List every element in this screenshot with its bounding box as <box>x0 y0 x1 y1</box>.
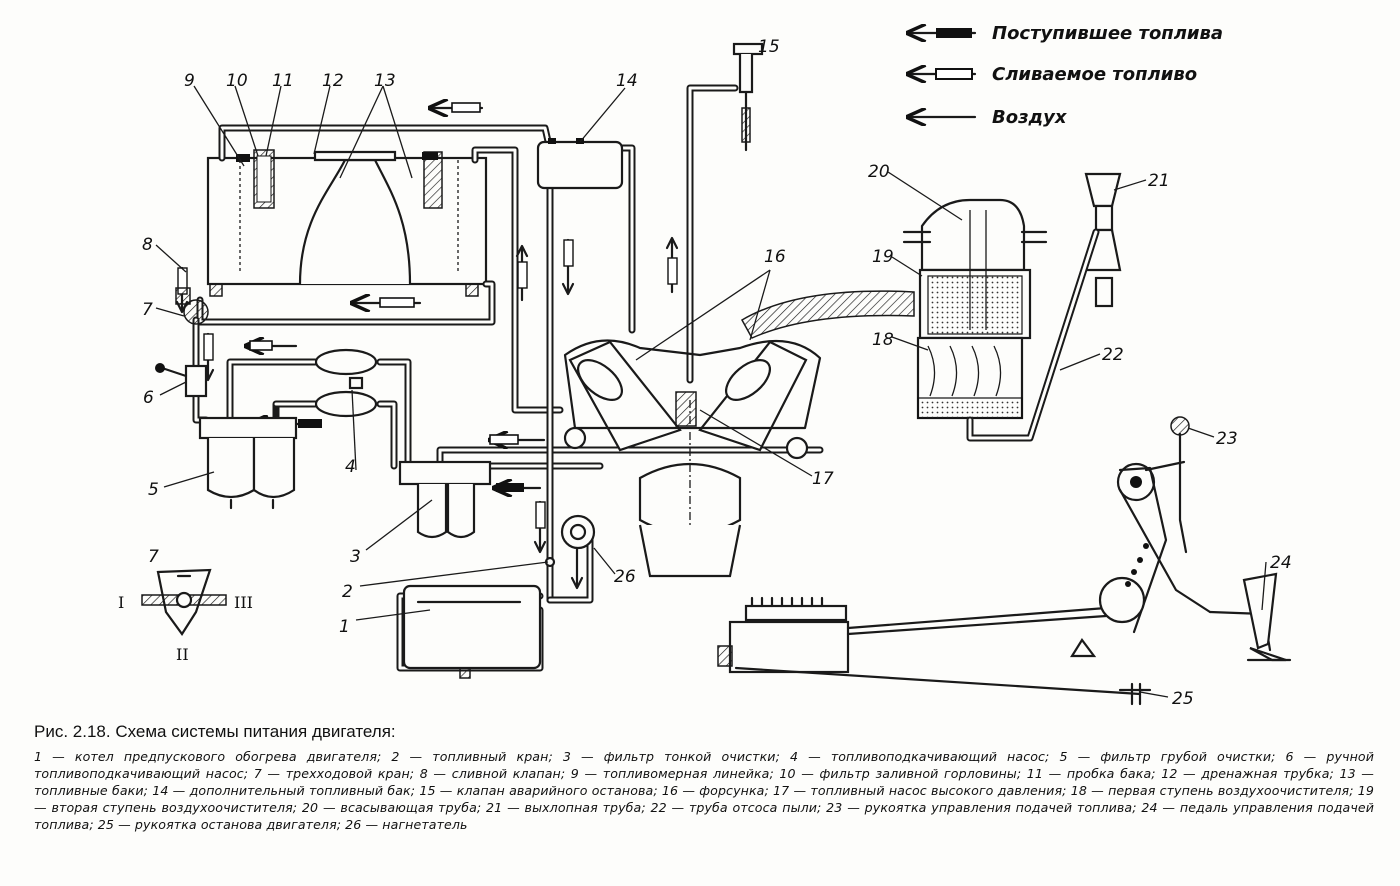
callout-20: 20 <box>868 162 890 182</box>
inset-position-I: I <box>118 593 124 612</box>
three-way-cock <box>175 287 209 325</box>
callout-19: 19 <box>872 247 894 267</box>
callout-15: 15 <box>758 37 780 57</box>
callout-23: 23 <box>1216 429 1238 449</box>
caption-body: 1 — котел предпускового обогрева двигате… <box>34 749 1374 832</box>
callout-12: 12 <box>322 71 344 91</box>
callout-leaders <box>155 85 1267 698</box>
callout-numbers: 1 2 3 4 5 6 7 8 9 10 11 12 13 14 15 16 1… <box>118 37 1292 709</box>
callout-25: 25 <box>1172 689 1194 709</box>
legend: Поступившее топлива Сливаемое топливо Во… <box>908 23 1223 128</box>
air-cleaner <box>740 198 1048 420</box>
three-way-cock-inset <box>141 568 227 636</box>
inset-position-II: II <box>176 645 189 664</box>
engine <box>563 339 822 578</box>
fine-filter <box>398 460 492 539</box>
callout-11: 11 <box>272 71 294 91</box>
extra-fuel-tank <box>536 138 624 190</box>
callout-9: 9 <box>184 71 195 91</box>
fuel-tanks <box>206 149 488 297</box>
callout-14: 14 <box>616 71 638 91</box>
callout-3: 3 <box>350 547 361 567</box>
inset-callout-7: 7 <box>148 547 159 567</box>
legend-arrow-drained-fuel <box>908 69 977 79</box>
dust-suction-pipe <box>966 228 1100 442</box>
blower <box>560 514 596 550</box>
caption-title: Рис. 2.18. Схема системы питания двигате… <box>34 722 396 741</box>
coarse-filter <box>198 416 298 510</box>
fuel-control-linkage <box>717 416 1292 706</box>
callout-6: 6 <box>143 388 154 408</box>
callout-24: 24 <box>1270 553 1292 573</box>
legend-label-supplied-fuel: Поступившее топлива <box>992 23 1223 44</box>
callout-7: 7 <box>142 300 153 320</box>
fuel-system-schematic: Поступившее топлива Сливаемое топливо Во… <box>118 23 1292 709</box>
callout-4: 4 <box>345 457 356 477</box>
legend-arrow-supplied-fuel <box>908 28 977 38</box>
callout-18: 18 <box>872 330 894 350</box>
callout-16: 16 <box>764 247 786 267</box>
callout-1: 1 <box>339 617 350 637</box>
emergency-stop-valve <box>732 42 764 152</box>
legend-label-air: Воздух <box>992 107 1068 128</box>
callout-26: 26 <box>614 567 636 587</box>
fuel-transfer-pump <box>314 348 378 418</box>
callout-8: 8 <box>142 235 153 255</box>
callout-21: 21 <box>1148 171 1170 191</box>
inset-position-III: III <box>234 593 253 612</box>
callout-17: 17 <box>812 469 834 489</box>
callout-13: 13 <box>374 71 396 91</box>
legend-label-drained-fuel: Сливаемое топливо <box>992 64 1197 85</box>
callout-10: 10 <box>226 71 248 91</box>
callout-2: 2 <box>342 582 353 602</box>
callout-22: 22 <box>1102 345 1124 365</box>
figure-caption: Рис. 2.18. Схема системы питания двигате… <box>34 722 1374 833</box>
callout-5: 5 <box>148 480 159 500</box>
manual-fuel-pump <box>155 363 208 398</box>
preheating-boiler <box>402 584 542 679</box>
